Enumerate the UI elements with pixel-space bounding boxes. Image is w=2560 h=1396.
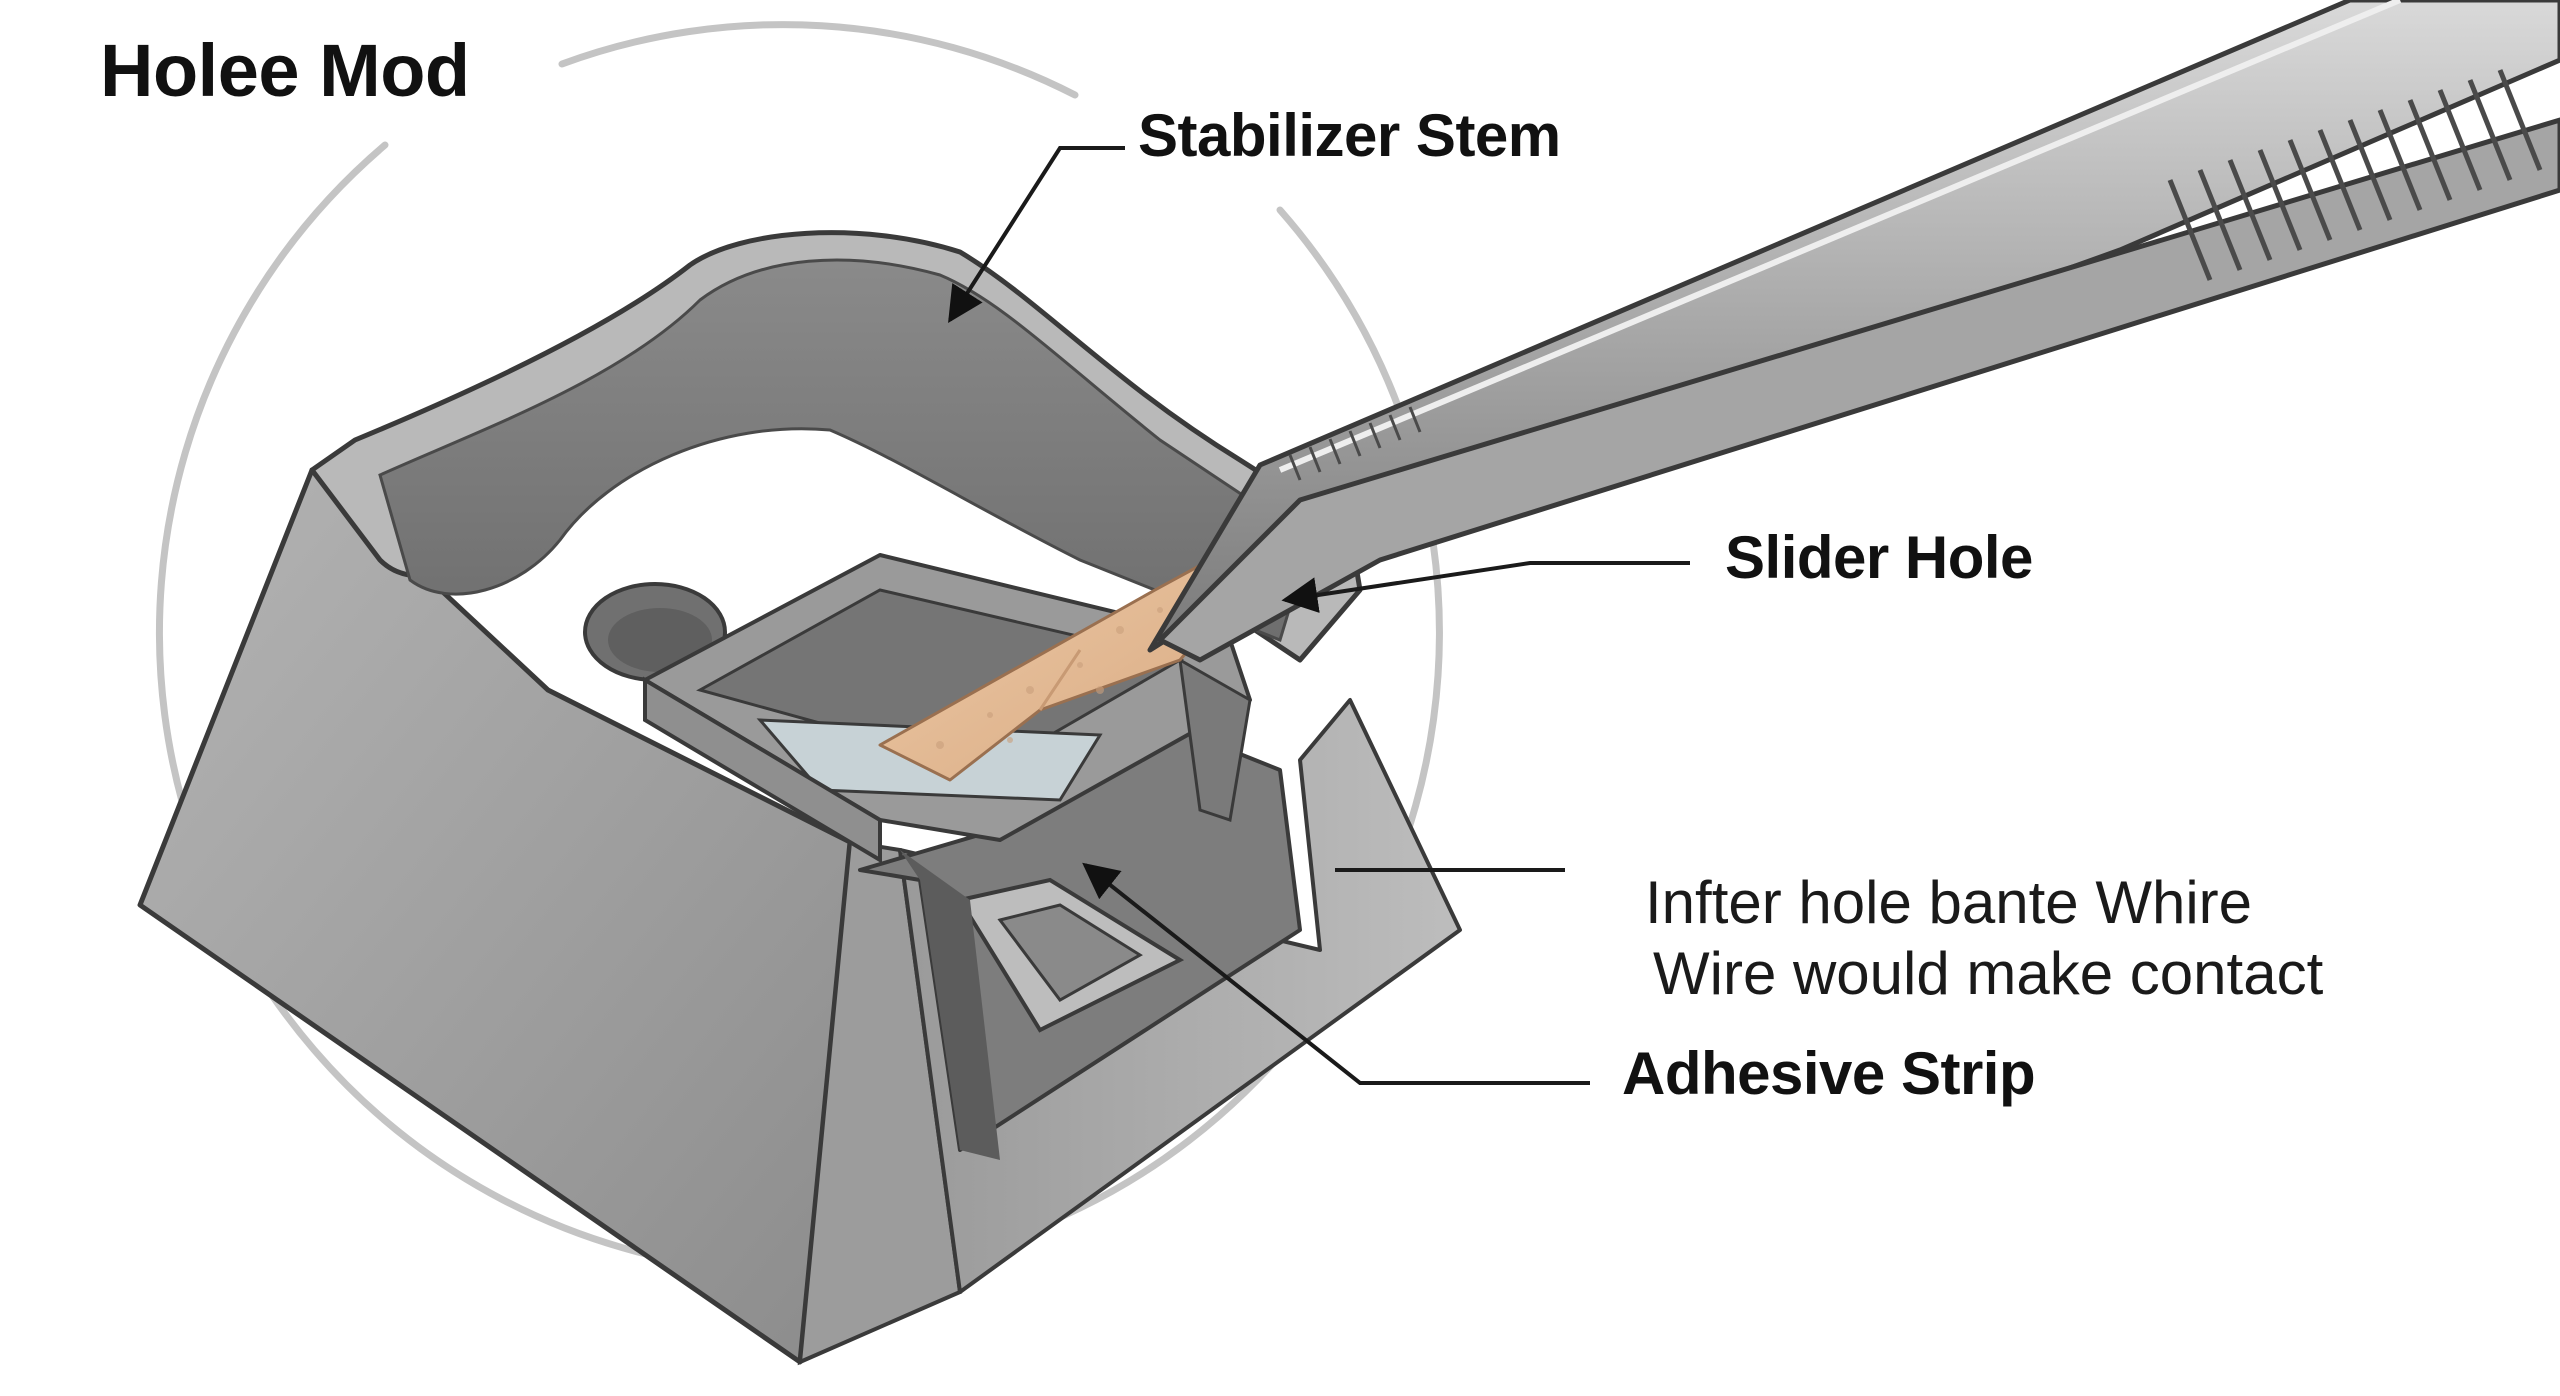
leader-stabilizer-stem [948,146,1125,324]
magnifier-circle [558,21,1079,99]
note-line-2: Wire would make contact [1653,939,2324,1007]
note-text: Infter hole bante Whire Wire would make … [1645,868,2323,1010]
note-line-1: Infter hole bante Whire [1645,869,2253,936]
diagram-title: Holee Mod [100,29,470,112]
leader-slider-hole [1281,561,1690,613]
leader-adhesive-strip [1082,862,1590,1085]
leader-lines [948,146,1690,1085]
label-slider-hole: Slider Hole [1725,524,2033,591]
switch-housing [137,230,1462,1366]
tweezers-icon [1147,0,2560,663]
label-stabilizer-stem: Stabilizer Stem [1138,102,1561,169]
label-adhesive-strip: Adhesive Strip [1622,1040,2036,1107]
